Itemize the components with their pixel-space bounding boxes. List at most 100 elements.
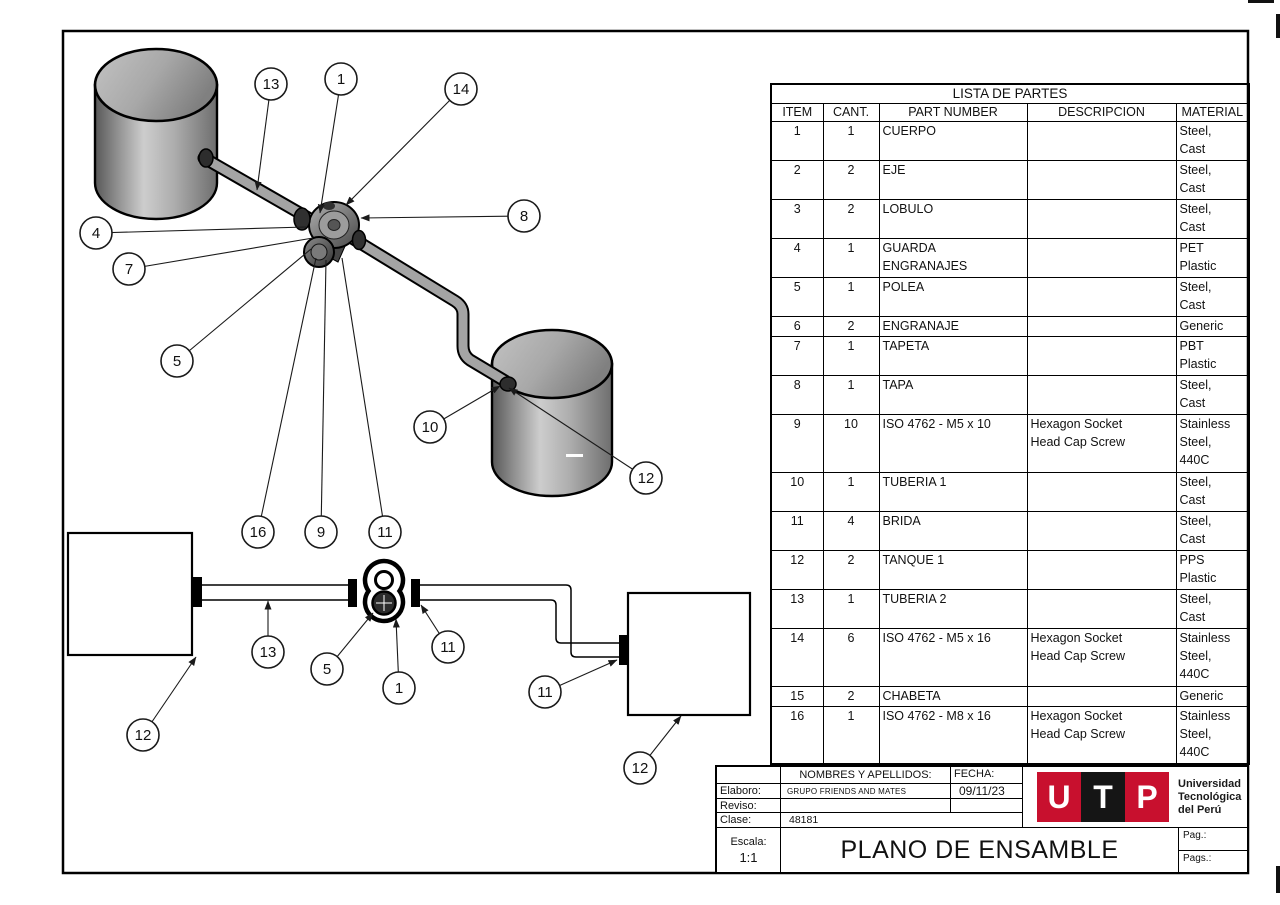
cell-mat: Stainless Steel, 440C (1175, 627, 1250, 687)
utp-logo-letter-u: U (1037, 772, 1081, 822)
cell-cant: 2 (822, 315, 880, 337)
tank1-iso (93, 47, 219, 221)
cell-mat: Steel, Cast (1175, 510, 1250, 551)
cell-part: LOBULO (878, 198, 1028, 239)
balloon-number: 12 (638, 470, 655, 487)
balloon-item-11 (368, 515, 402, 549)
balloon-number: 12 (632, 760, 649, 777)
cell-desc: Hexagon Socket Head Cap Screw (1026, 627, 1177, 687)
cell-item: 13 (770, 588, 824, 629)
balloon-item-13 (251, 635, 285, 669)
cell-part: CHABETA (878, 685, 1028, 707)
cell-part: EJE (878, 159, 1028, 200)
balloon-number: 13 (260, 644, 277, 661)
cell-part: ISO 4762 - M5 x 10 (878, 413, 1028, 473)
tank1-outlet-fitting (198, 148, 214, 168)
pipe-right-front (420, 584, 619, 658)
cell-item: 7 (770, 335, 824, 376)
balloon-number: 14 (453, 81, 470, 98)
cell-desc (1026, 198, 1177, 239)
utp-logo-letter-p: P (1125, 772, 1169, 822)
cell-item: 14 (770, 627, 824, 687)
cell-item: 3 (770, 198, 824, 239)
cell-item: 1 (770, 120, 824, 161)
cell-part: TUBERIA 1 (878, 471, 1028, 512)
balloon-number: 13 (263, 76, 280, 93)
cell-desc (1026, 549, 1177, 590)
leader-line (360, 214, 525, 222)
escala-label: Escala: (730, 836, 767, 848)
pump-left-flange (293, 207, 311, 231)
reviso-value-empty (780, 798, 951, 813)
balloon-number: 5 (323, 661, 331, 678)
balloon-number: 11 (537, 684, 553, 701)
tank2-highlight (566, 454, 583, 457)
cell-cant: 6 (822, 627, 880, 687)
balloon-number: 10 (422, 419, 439, 436)
trim-mark-right-top (1276, 14, 1280, 38)
utp-logo: U T P (1037, 772, 1169, 822)
cell-cant: 2 (822, 685, 880, 707)
nombres-header-cell: NOMBRES Y APELLIDOS: (780, 766, 951, 784)
trim-mark-right-bottom (1276, 866, 1280, 893)
cell-part: CUERPO (878, 120, 1028, 161)
balloon-number: 16 (250, 524, 267, 541)
cell-desc (1026, 685, 1177, 707)
col-header-cant: CANT. (822, 102, 880, 122)
cell-item: 8 (770, 374, 824, 415)
tank1-front (66, 531, 194, 657)
cell-part: TUBERIA 2 (878, 588, 1028, 629)
cell-part: TAPA (878, 374, 1028, 415)
utp-logo-letter-t: T (1081, 772, 1125, 822)
cell-cant: 2 (822, 549, 880, 590)
cell-item: 16 (770, 705, 824, 765)
leader-line (317, 78, 342, 214)
balloon-item-16 (241, 515, 275, 549)
balloon-number: 8 (520, 208, 528, 225)
cell-cant: 1 (822, 471, 880, 512)
fecha-value: 09/11/23 (950, 783, 1023, 799)
flange-pump-left-front (348, 579, 357, 607)
cell-desc (1026, 120, 1177, 161)
pipe-lower-iso (345, 231, 517, 392)
utp-logo-cell: U T P Universidad Tecnológica del Perú (1022, 766, 1248, 828)
leader-line (508, 387, 647, 479)
balloon-item-12 (126, 718, 160, 752)
balloon-item-12 (623, 751, 657, 785)
parts-list-header-row: ITEM CANT. PART NUMBER DESCRIPCION MATER… (770, 102, 1250, 122)
cell-desc (1026, 471, 1177, 512)
cell-desc (1026, 276, 1177, 317)
cell-mat: Stainless Steel, 440C (1175, 705, 1250, 765)
pipe-left-front (202, 584, 348, 601)
trim-mark-top (1248, 0, 1274, 3)
col-header-descripcion: DESCRIPCION (1026, 102, 1177, 122)
cell-desc (1026, 315, 1177, 337)
balloon-item-10 (413, 410, 447, 444)
leader-line (257, 257, 317, 533)
cell-desc (1026, 374, 1177, 415)
fecha-header-cell: FECHA: (950, 766, 1023, 784)
cell-cant: 1 (822, 120, 880, 161)
cell-item: 5 (770, 276, 824, 317)
balloon-item-1 (382, 671, 416, 705)
cell-item: 4 (770, 237, 824, 278)
cell-desc (1026, 237, 1177, 278)
utp-university-name: Universidad Tecnológica del Perú (1178, 777, 1242, 816)
cell-mat: Steel, Cast (1175, 159, 1250, 200)
fecha-empty-cell (950, 798, 1023, 813)
balloon-number: 11 (440, 639, 456, 656)
cell-part: TAPETA (878, 335, 1028, 376)
